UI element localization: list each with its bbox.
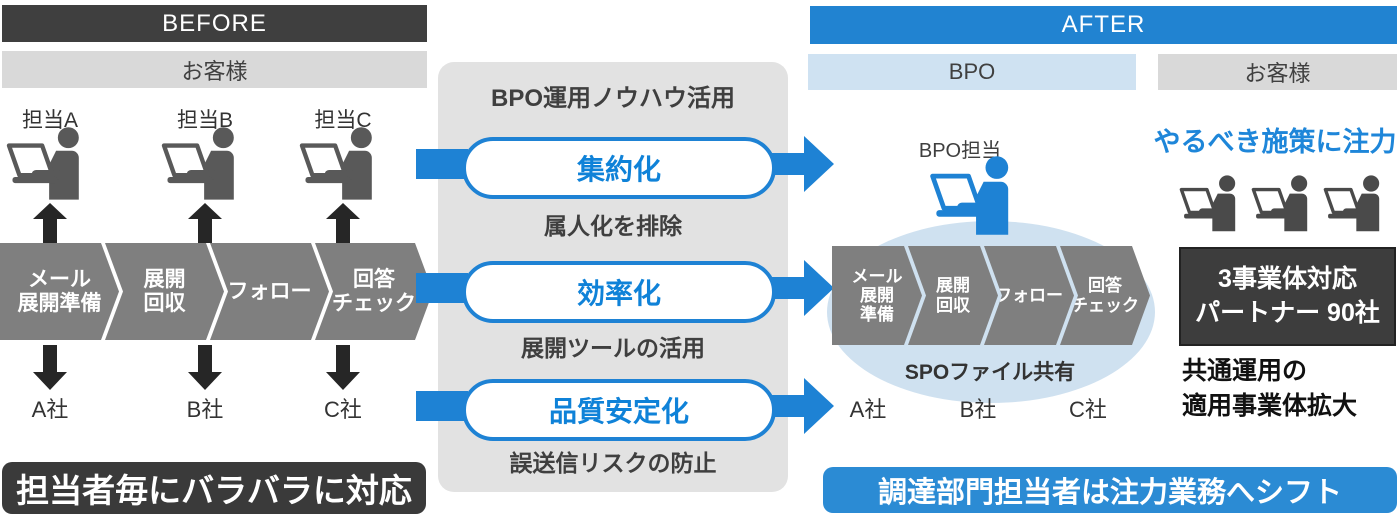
benefit-pill-consolidation: 集約化 [462,137,776,199]
after-bpo-lane-label: BPO [948,59,996,84]
step-line: 展開 [860,285,894,305]
agent-b-label: 担当B [176,109,233,132]
step-line: 展開 [143,267,186,291]
benefit-pill-efficiency: 効率化 [462,261,776,323]
before-summary-box: 担当者毎にバラバラに対応 [2,462,426,514]
agent-c-label: 担当C [314,109,372,132]
person-laptop-icon [925,154,1029,236]
partner-box-line2: パートナー 90社 [1195,298,1380,327]
customer-headline: やるべき施策に注力 [1153,127,1397,157]
company-c-label: C社 [1069,397,1107,422]
benefit-desc: 属人化を排除 [544,213,682,239]
up-arrow-icon [33,203,67,243]
company-b-label: B社 [959,397,997,422]
benefit-desc: 誤送信リスクの防止 [509,450,717,476]
company-a-label: A社 [849,397,887,422]
inbound-connector [416,149,468,179]
down-arrow-icon [33,345,67,390]
after-customer-lane: お客様 [1158,54,1397,90]
before-lane-label: お客様 [181,58,248,84]
before-header: BEFORE [2,5,427,42]
right-arrow-icon [764,260,834,316]
benefit-pill-quality: 品質安定化 [462,379,776,441]
step-line: メール [28,267,91,291]
person-laptop-icon [157,126,253,200]
agent-a-label: 担当A [21,109,78,132]
person-laptop-icon [295,126,391,200]
step-line: 準備 [860,305,894,325]
person-laptop-icon [1248,174,1322,232]
company-a-label: A社 [31,397,69,422]
benefit-label: 品質安定化 [548,396,689,427]
right-arrow-icon [764,378,834,434]
spo-share-label: SPOファイル共有 [904,361,1076,384]
step-line: 回答 [1088,276,1122,296]
inbound-connector [416,273,468,303]
expansion-note: 共通運用の 適用事業体拡大 [1182,354,1400,424]
before-header-label: BEFORE [162,9,267,37]
step-line: チェック [332,291,416,315]
inbound-connector [416,391,468,421]
before-customer-lane: お客様 [2,51,427,88]
benefit-label: 集約化 [576,154,661,185]
company-c-label: C社 [324,397,362,422]
process-step-answer-check: 回答 チェック [315,243,433,340]
after-bpo-lane: BPO [808,54,1136,90]
up-arrow-icon [188,203,222,243]
person-laptop-icon [1176,174,1250,232]
before-summary-label: 担当者毎にバラバラに対応 [16,472,412,509]
right-arrow-icon [764,136,834,192]
person-laptop-icon [1320,174,1394,232]
expansion-note-line2: 適用事業体拡大 [1182,392,1358,420]
step-line: 展開 [936,276,970,296]
process-step-collect: 展開 回収 [105,243,224,340]
down-arrow-icon [326,345,360,390]
down-arrow-icon [188,345,222,390]
bpo-operator-label: BPO担当 [918,140,1002,162]
process-step-mail-prep: メール 展開準備 [0,243,119,340]
bpo-knowhow-title: BPO運用ノウハウ活用 [490,85,735,112]
expansion-note-line1: 共通運用の [1182,357,1308,385]
company-b-label: B社 [186,397,224,422]
step-line: フォロー [995,285,1063,305]
after-header: AFTER [810,6,1397,44]
process-step-follow: フォロー [210,243,329,340]
benefit-desc: 展開ツールの活用 [521,335,705,361]
person-laptop-icon [2,126,98,200]
partner-box-line1: 3事業体対応 [1218,264,1357,293]
step-line: チェック [1071,295,1139,315]
step-line: メール [851,266,903,286]
step-line: 回収 [143,291,186,315]
step-line: 回収 [936,295,970,315]
process-step-mail-prep: メール 展開 準備 [832,246,922,345]
after-header-label: AFTER [1061,11,1146,38]
after-summary-label: 調達部門担当者は注力業務へシフト [877,477,1342,509]
partner-count-box: 3事業体対応 パートナー 90社 [1179,247,1396,346]
after-summary-box: 調達部門担当者は注力業務へシフト [823,467,1397,513]
after-customer-lane-label: お客様 [1244,61,1311,86]
step-line: フォロー [227,279,312,303]
step-line: 展開準備 [17,291,102,315]
benefit-label: 効率化 [576,278,661,309]
up-arrow-icon [326,203,360,243]
step-line: 回答 [353,267,395,291]
